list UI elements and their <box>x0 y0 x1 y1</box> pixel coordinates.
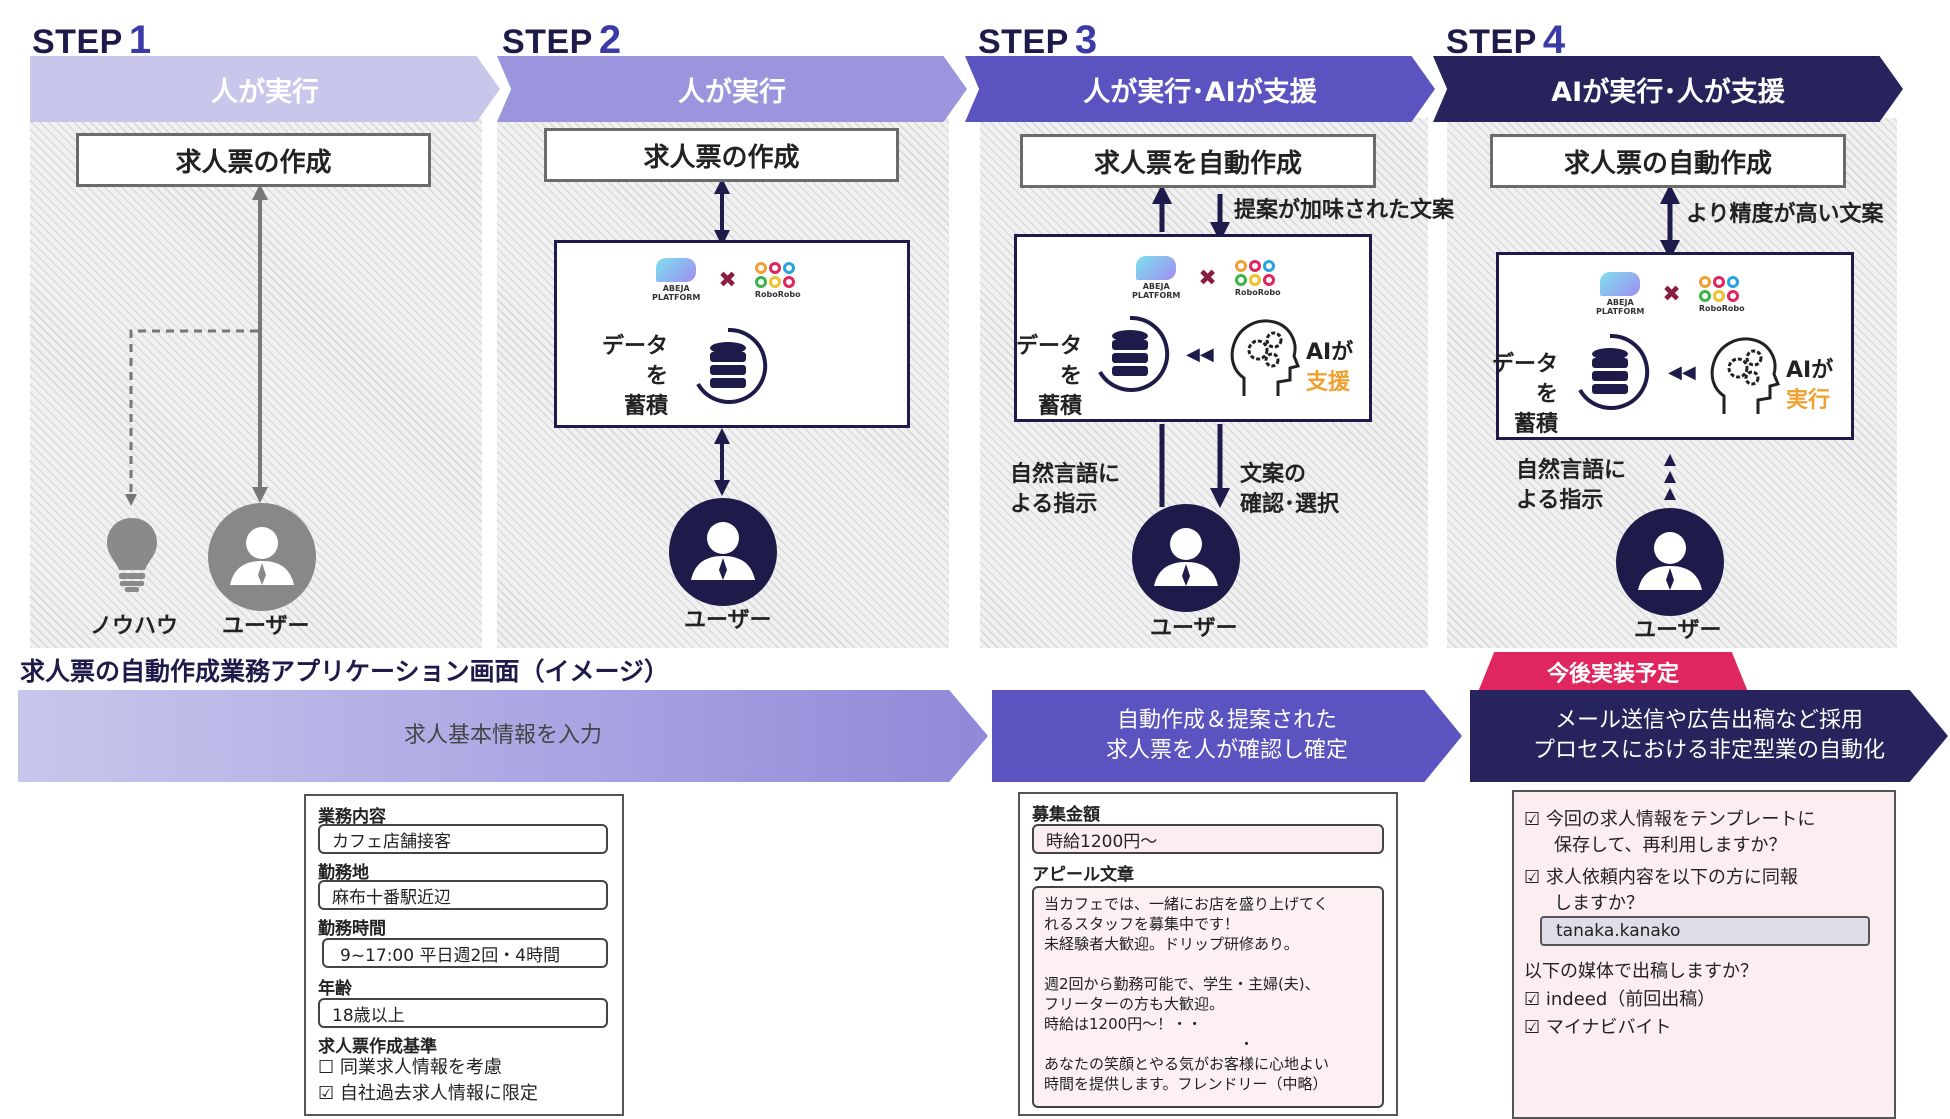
auto-create-box: 求人票の自動作成 <box>1490 134 1846 188</box>
natural-language-label: 自然言語による指示 <box>1516 458 1627 513</box>
lightbulb-icon <box>107 518 157 592</box>
ai-support-label: AIが支援 <box>1306 340 1354 395</box>
cross-icon: ✖ <box>718 267 737 293</box>
draft-confirm-form: 募集金額 時給1200円〜 アピール文章 当カフェでは、一緒にお店を盛り上げてく… <box>1018 792 1398 1116</box>
auto-create-box: 求人票を自動作成 <box>1020 134 1376 188</box>
double-arrow-left-icon: ◀◀ <box>1668 362 1696 383</box>
automation-bar: メール送信や広告出稿など採用プロセスにおける非定型業の自動化 <box>1470 690 1948 782</box>
user-label: ユーザー <box>1634 618 1722 643</box>
ai-execute-label: AIが実行 <box>1786 358 1834 413</box>
mynavi-baito-checkbox[interactable]: ☑ マイナビバイト <box>1524 1017 1672 1038</box>
confirm-draft-bar: 自動作成＆提案された求人票を人が確認し確定 <box>992 690 1462 782</box>
work-hours-label: 勤務時間 <box>318 919 386 939</box>
database-icon <box>696 327 768 404</box>
age-field[interactable]: 18歳以上 <box>318 998 608 1028</box>
input-basic-info-bar: 求人基本情報を入力 <box>18 690 988 782</box>
ai-brain-icon <box>1230 319 1300 396</box>
automation-options-form: ☑ 今回の求人情報をテンプレートに 保存して、再利用しますか？ ☑ 求人依頼内容… <box>1512 790 1896 1119</box>
cross-icon: ✖ <box>1662 281 1681 307</box>
competitor-info-checkbox[interactable]: ☐ 同業求人情報を考慮 <box>318 1057 502 1078</box>
creation-basis-label: 求人票作成基準 <box>318 1037 437 1057</box>
location-label: 勤務地 <box>318 863 369 883</box>
user-avatar-icon <box>669 498 777 606</box>
data-accumulate-label: データを蓄積 <box>1015 334 1082 419</box>
own-history-checkbox[interactable]: ☑ 自社過去求人情報に限定 <box>318 1083 538 1104</box>
job-content-label: 業務内容 <box>318 807 386 827</box>
pay-field[interactable]: 時給1200円〜 <box>1032 824 1384 854</box>
share-request-checkbox[interactable]: ☑ 求人依頼内容を以下の方に同報 <box>1524 867 1798 888</box>
create-job-posting-box: 求人票の作成 <box>544 128 899 182</box>
system-box <box>1014 234 1372 422</box>
suggested-draft-label: 提案が加味された文案 <box>1234 198 1455 223</box>
age-label: 年齢 <box>318 979 352 999</box>
appeal-text-area[interactable]: 当カフェでは、一緒にお店を盛り上げてく れるスタッフを募集中です！ 未経験者大歓… <box>1032 886 1384 1108</box>
app-screen-title: 求人票の自動作成業務アプリケーション画面（イメージ） <box>20 657 670 686</box>
data-accumulate-label: データを蓄積 <box>1491 352 1558 437</box>
knowhow-label: ノウハウ <box>90 614 179 639</box>
system-box <box>1496 252 1854 440</box>
location-field[interactable]: 麻布十番駅近辺 <box>318 880 608 910</box>
basic-info-form: 業務内容 カフェ店舗接客 勤務地 麻布十番駅近辺 勤務時間 9~17:00 平日… <box>304 794 624 1116</box>
user-label: ユーザー <box>1150 616 1238 641</box>
work-hours-field[interactable]: 9~17:00 平日週2回・4時間 <box>322 938 608 968</box>
future-implementation-badge: 今後実装予定 <box>1478 652 1748 692</box>
database-icon <box>1098 315 1170 392</box>
step-4-banner: AIが実行･人が支援 <box>1433 56 1903 122</box>
database-icon <box>1578 333 1650 410</box>
roborobo-logo: RoboRobo <box>754 261 801 299</box>
system-box <box>554 240 910 428</box>
user-avatar-icon <box>1616 508 1724 616</box>
connector-arrows <box>125 178 1680 508</box>
roborobo-logo: RoboRobo <box>1698 275 1745 313</box>
user-label: ユーザー <box>222 614 310 639</box>
recipient-field[interactable]: tanaka.kanako <box>1540 916 1870 946</box>
user-label: ユーザー <box>684 608 772 633</box>
save-template-checkbox[interactable]: ☑ 今回の求人情報をテンプレートに <box>1524 809 1816 830</box>
save-template-question: 保存して、再利用しますか？ <box>1554 835 1787 856</box>
natural-language-label: 自然言語による指示 <box>1010 462 1121 517</box>
roborobo-logo: RoboRobo <box>1234 259 1281 297</box>
confirm-select-label: 文案の確認･選択 <box>1240 462 1340 517</box>
user-avatar-icon <box>208 503 316 611</box>
data-accumulate-label: データを蓄積 <box>601 334 668 419</box>
user-avatar-icon <box>1132 504 1240 612</box>
cross-icon: ✖ <box>1198 265 1217 291</box>
pay-label: 募集金額 <box>1032 805 1100 825</box>
double-arrow-left-icon: ◀◀ <box>1186 344 1214 365</box>
indeed-checkbox[interactable]: ☑ indeed（前回出稿） <box>1524 989 1716 1010</box>
higher-accuracy-label: より精度が高い文案 <box>1686 202 1884 227</box>
share-request-question: しますか？ <box>1554 893 1644 914</box>
ai-brain-icon <box>1710 337 1780 414</box>
appeal-text-label: アピール文章 <box>1032 865 1134 885</box>
step-2-banner: 人が実行 <box>497 56 967 122</box>
job-content-field[interactable]: カフェ店舗接客 <box>318 824 608 854</box>
step-1-banner: 人が実行 <box>30 56 500 122</box>
publish-media-question: 以下の媒体で出稿しますか？ <box>1524 961 1758 982</box>
step-3-banner: 人が実行･AIが支援 <box>965 56 1435 122</box>
create-job-posting-box: 求人票の作成 <box>76 133 431 187</box>
